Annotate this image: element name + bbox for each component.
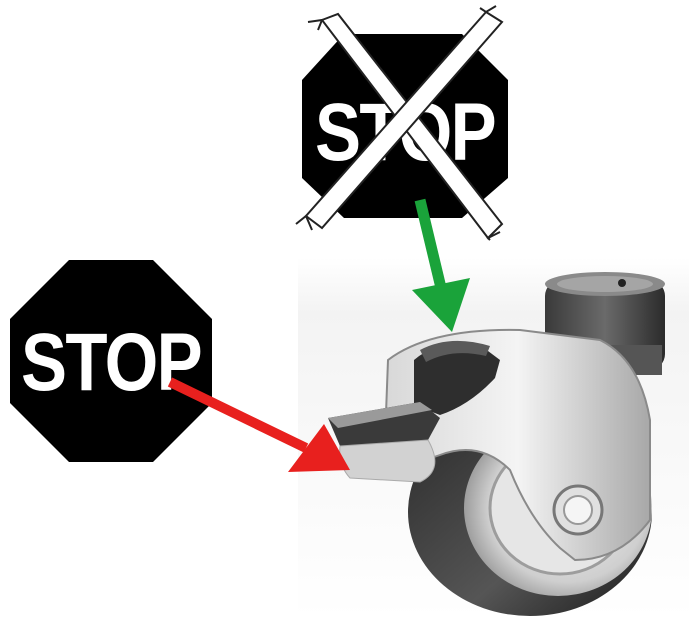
left-stop-sign-text: STOP <box>21 317 201 408</box>
crossed-out-stop-sign-icon: STOP <box>296 6 508 240</box>
stop-sign-icon: STOP <box>10 260 212 462</box>
